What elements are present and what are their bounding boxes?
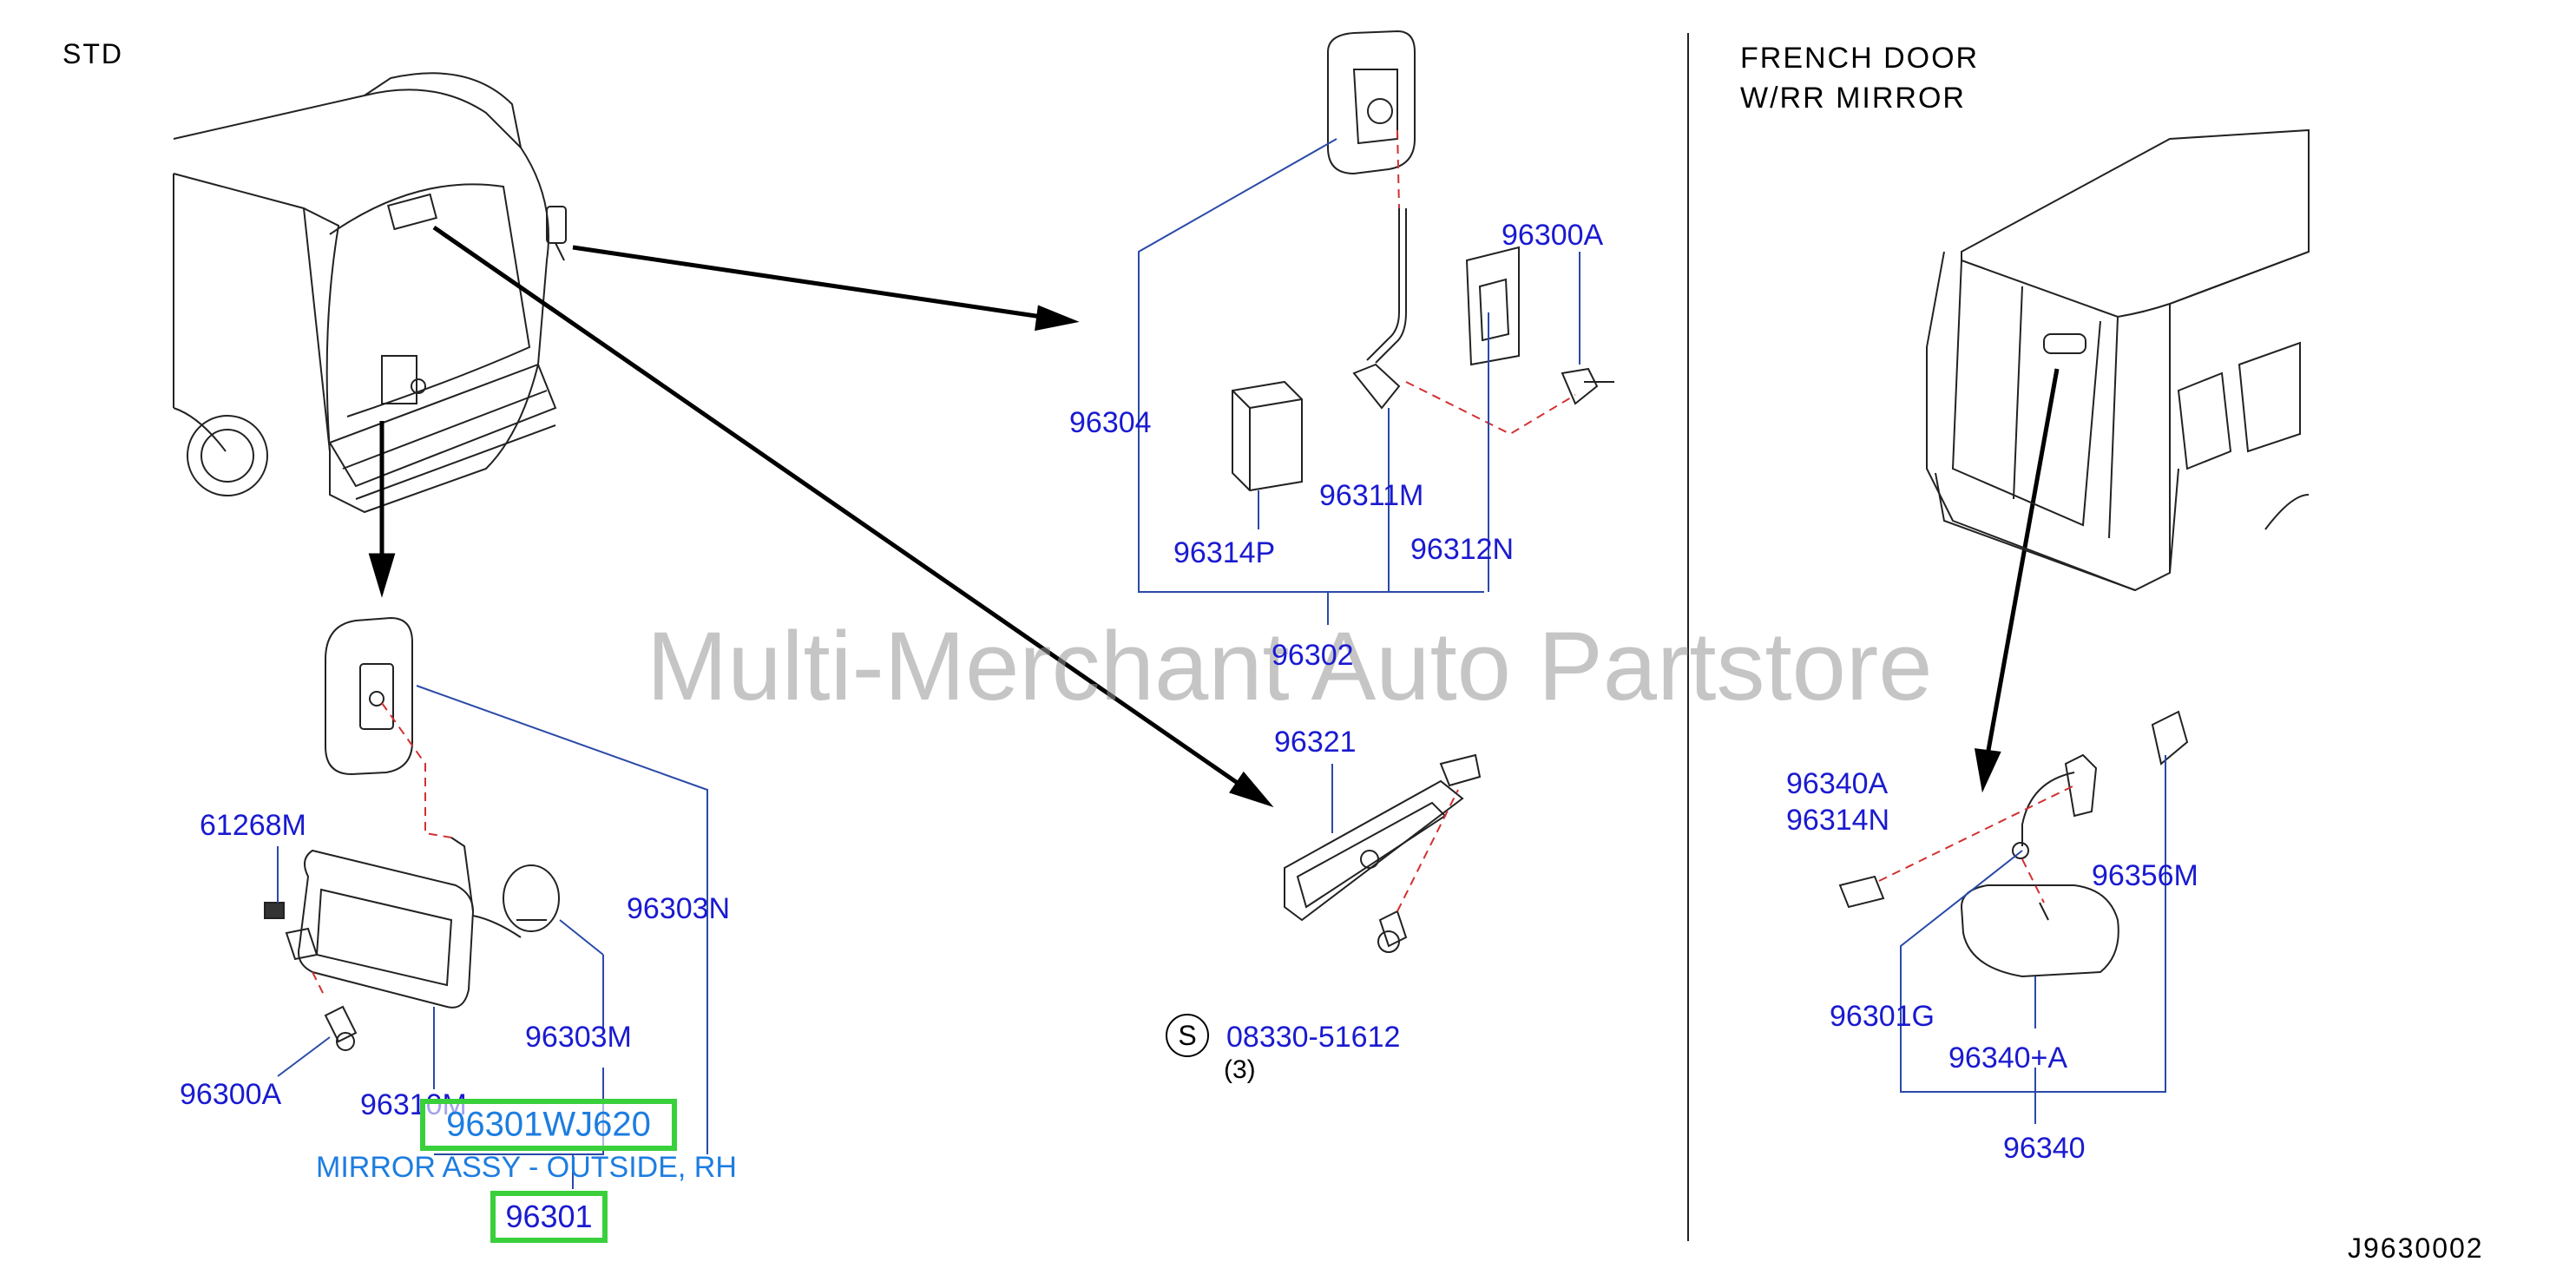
arrows: [368, 225, 2060, 808]
highlighted-part-description: MIRROR ASSY - OUTSIDE, RH: [316, 1151, 737, 1184]
leader-lines-left: [277, 685, 708, 1189]
part-label-96311M[interactable]: 96311M: [1319, 479, 1424, 512]
part-label-96356M[interactable]: 96356M: [2092, 859, 2198, 892]
french-door-header-line2: W/RR MIRROR: [1740, 82, 1966, 115]
part-label-96340[interactable]: 96340: [2003, 1132, 2086, 1165]
part-label-96301G[interactable]: 96301G: [1830, 1000, 1935, 1033]
highlighted-part-number-text: 96301WJ620: [446, 1105, 651, 1144]
part-label-96300A-left[interactable]: 96300A: [180, 1078, 282, 1111]
dashed-guides-left: [312, 702, 452, 999]
dashed-guides-rear: [1878, 785, 2075, 904]
std-header: STD: [62, 38, 123, 69]
assembly-96302-drawing: [1232, 30, 1614, 492]
highlighted-part-ref-text: 96301: [505, 1199, 593, 1234]
part-label-96340plusA[interactable]: 96340+A: [1948, 1042, 2068, 1074]
part-label-96314N[interactable]: 96314N: [1786, 804, 1890, 837]
bracket-96321-drawing: [1284, 753, 1482, 953]
mirror-assembly-drawing: [264, 616, 560, 1051]
french-door-header-line1: FRENCH DOOR: [1740, 42, 1980, 75]
part-label-96303M[interactable]: 96303M: [525, 1021, 632, 1054]
part-label-96312N[interactable]: 96312N: [1410, 533, 1515, 566]
part-label-96314P[interactable]: 96314P: [1173, 536, 1276, 569]
part-label-08330-51612[interactable]: 08330-51612: [1226, 1021, 1401, 1054]
van-rear-drawing: [1926, 128, 2310, 592]
s-symbol-icon: S: [1166, 1014, 1209, 1057]
rear-mirror-drawing: [1838, 710, 2189, 978]
part-label-96340A[interactable]: 96340A: [1786, 767, 1889, 800]
van-front-drawing: [173, 72, 567, 514]
part-label-96300A-top[interactable]: 96300A: [1502, 219, 1604, 252]
watermark: Multi-Merchant Auto Partstore: [647, 612, 1933, 720]
part-label-96304[interactable]: 96304: [1069, 406, 1152, 439]
part-label-61268M[interactable]: 61268M: [200, 809, 306, 842]
part-label-96321[interactable]: 96321: [1274, 726, 1357, 759]
part-quantity-08330: (3): [1224, 1055, 1256, 1084]
dashed-guides-bracket: [1396, 789, 1459, 912]
part-label-96303N[interactable]: 96303N: [627, 892, 731, 925]
dashed-guides-top: [1396, 129, 1576, 436]
diagram-id: J9630002: [2348, 1232, 2484, 1264]
leader-lines-top: [1138, 138, 1580, 625]
highlighted-part-number[interactable]: 96301WJ620: [420, 1099, 677, 1151]
leader-lines-rear: [1900, 755, 2166, 1124]
part-label-96302[interactable]: 96302: [1272, 639, 1354, 672]
highlighted-part-ref[interactable]: 96301: [490, 1191, 608, 1243]
